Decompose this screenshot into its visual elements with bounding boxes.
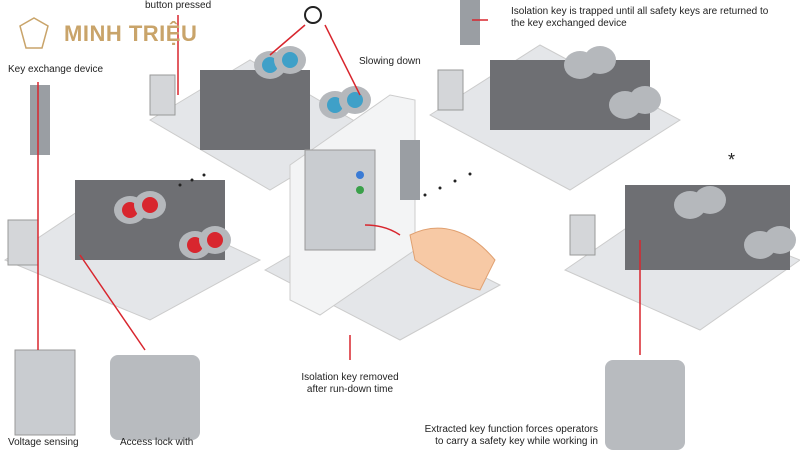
label-voltage-sensing: Voltage sensing (8, 437, 79, 448)
control-panel-top-right (437, 69, 464, 111)
label-isolation-removed: Isolation key removed after run-down tim… (301, 372, 399, 395)
key-exchange-device-top-right (460, 0, 480, 45)
machine-left (75, 180, 231, 260)
brand-logo: MINH TRIỆU (12, 14, 197, 54)
machine-top-left (200, 46, 371, 150)
key-exchange-device-left (30, 85, 50, 155)
label-key-exchange: Key exchange device (8, 64, 104, 75)
access-lock-product (110, 355, 200, 440)
control-panel-center (304, 149, 376, 251)
crystal-logo-icon (19, 17, 49, 49)
label-extracted-key: Extracted key function forces operators … (424, 424, 598, 447)
label-isolation-trapped: Isolation key is trapped until all safet… (511, 6, 769, 29)
access-lock-product-right (605, 360, 685, 450)
label-slowing-down: Slowing down (359, 56, 421, 67)
control-panel-top-left (149, 74, 176, 116)
hand-illustration (409, 227, 496, 291)
label-button-pressed: button pressed (143, 0, 214, 12)
voltage-sensing-product (14, 349, 76, 436)
machine-top-right (490, 46, 661, 130)
logo-text: MINH TRIỆU (64, 21, 198, 46)
machine-right (625, 185, 796, 270)
control-panel-right (569, 214, 596, 256)
key-exchange-device-center (400, 140, 420, 200)
control-panel-left (7, 219, 39, 266)
label-access-lock: Access lock with (120, 437, 194, 448)
asterisk-mark: * (728, 150, 736, 170)
speed-icon (304, 6, 322, 24)
